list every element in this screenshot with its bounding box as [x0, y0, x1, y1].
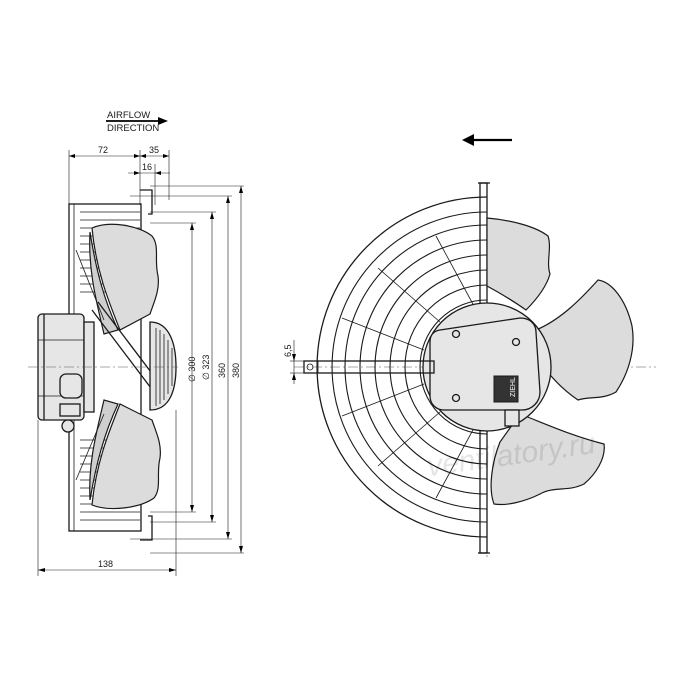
bottom-dimension: 138 — [37, 410, 177, 576]
label-plate-text: ZIEHL — [510, 377, 517, 397]
dim-360: 360 — [217, 363, 227, 378]
dim-380: 380 — [231, 363, 241, 378]
direction-text: DIRECTION — [107, 123, 159, 134]
motor-side — [37, 313, 95, 433]
side-view: 72 35 16 — [28, 145, 244, 576]
bracket-top — [140, 189, 153, 215]
dim-dia-300: ∅ 300 — [187, 357, 197, 382]
dim-138: 138 — [98, 559, 113, 569]
blade-side-lower-back — [89, 399, 119, 501]
hub-screw-2 — [511, 337, 521, 347]
rotation-arrow — [462, 134, 512, 146]
blade-side-upper — [91, 223, 159, 331]
top-dimensions: 72 35 16 — [68, 145, 170, 205]
label-plate — [493, 375, 519, 403]
dim-6-5: 6,5 — [283, 344, 293, 357]
hub-front: ZIEHL — [422, 302, 552, 432]
vertical-dimensions: ∅ 300 ∅ 323 360 380 — [187, 186, 243, 553]
terminal-box — [59, 373, 83, 399]
cable-gland — [59, 403, 81, 417]
guard-front-left — [316, 196, 488, 538]
hub-screw-3 — [451, 393, 461, 403]
strut-1 — [91, 309, 161, 401]
airflow-direction-label: AIRFLOW DIRECTION — [106, 110, 168, 134]
strut-3 — [75, 249, 105, 321]
airflow-arrow-head — [158, 117, 168, 125]
mounting-bar-front: 6,5 — [283, 340, 435, 384]
dim-dia-323: ∅ 323 — [201, 355, 211, 380]
blade-side-lower — [91, 403, 161, 510]
rotor-side — [149, 321, 177, 411]
blade-front-right — [535, 279, 634, 401]
dim-16: 16 — [142, 162, 152, 172]
bracket-bottom — [140, 515, 153, 541]
extension-lines — [130, 185, 244, 554]
blade-front-bottom — [490, 413, 605, 506]
dim-35: 35 — [149, 145, 159, 155]
hub-screw-1 — [451, 329, 461, 339]
airflow-text: AIRFLOW — [107, 110, 150, 121]
cable-gland-nut — [61, 419, 75, 433]
dim-72: 72 — [98, 145, 108, 155]
blade-front-top — [486, 217, 551, 311]
cable-gland-front — [504, 409, 520, 427]
front-view: ZIEHL 6,5 ventilatory.ru — [283, 134, 656, 560]
strut-4 — [75, 413, 105, 481]
